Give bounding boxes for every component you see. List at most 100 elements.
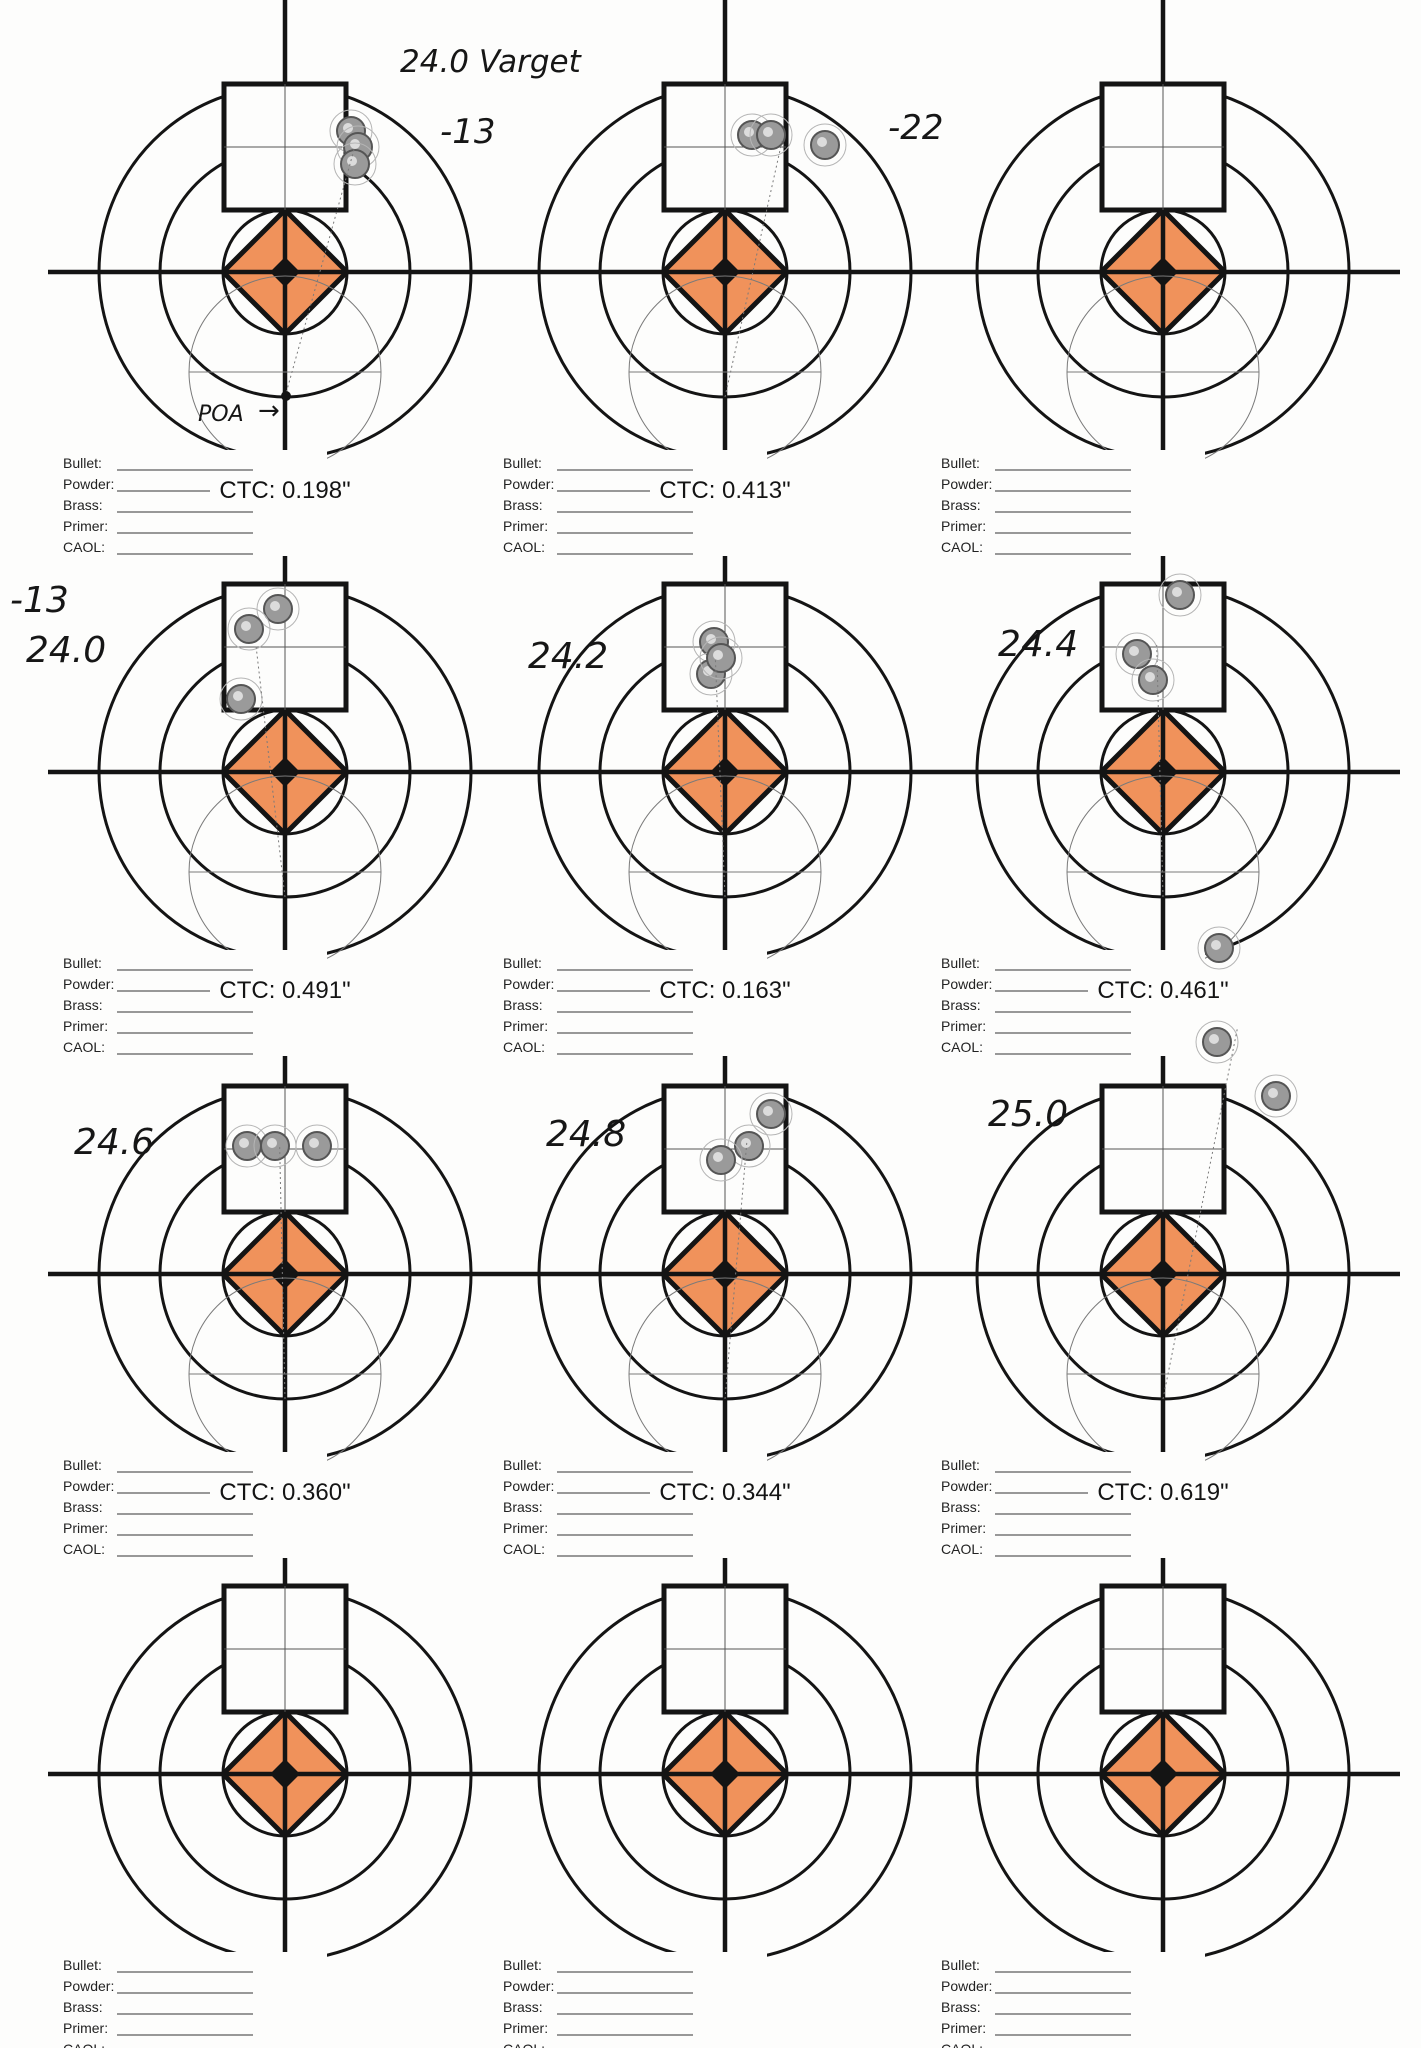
target-4-hole-ring [227,607,271,651]
target-4-field-label: Powder: [63,976,114,992]
target-8-hole-ring [749,1092,793,1136]
load-note-1: 24.0 Varget [400,44,581,80]
target-2-field-label: Primer: [503,518,548,534]
load-note-8: 24.8 [546,1114,627,1155]
target-9-ctc-value: CTC: 0.619" [1097,1479,1228,1506]
target-7-hole-ring [295,1124,339,1168]
target-6-hole-highlight [1172,587,1182,597]
target-3-center-dot [1148,257,1178,287]
load-note-6: 24.4 [998,624,1079,665]
target-9-ctc-bg [1088,1475,1238,1505]
target-6-field-label: Primer: [941,1018,986,1034]
target-5-field-label: Brass: [503,997,543,1013]
target-3-label-bg [935,450,1205,556]
target-6-ctc-bg [1088,973,1238,1003]
target-6-field-label: Powder: [941,976,992,992]
target-2-hole-ring [749,113,793,157]
target-7-field-label: Bullet: [63,1457,102,1473]
target-8-hole-highlight [741,1138,751,1148]
target-9-hole-ring [1195,1020,1239,1064]
target-9-hole-highlight [1209,1034,1219,1044]
target-1-field-label: Brass: [63,497,103,513]
target-5-hole-highlight [713,650,723,660]
target-10-field-label: Primer: [63,2020,108,2036]
target-7-hole-highlight [267,1138,277,1148]
target-10-field-label: Bullet: [63,1957,102,1973]
target-6-field-label: CAOL: [941,1039,983,1055]
target-2-hole-highlight [763,127,773,137]
target-3-field-label: Primer: [941,518,986,534]
target-2-hole-ring [803,123,847,167]
target-8-field-label: Powder: [503,1478,554,1494]
target-8-hole-ring [727,1124,771,1168]
target-8-offset-line [724,1139,748,1400]
target-4-offset-line [255,645,286,898]
target-2-center-dot [710,257,740,287]
load-note-4: 24.0 [26,630,107,671]
target-5-field-label: Bullet: [503,955,542,971]
target-4-field-label: Bullet: [63,955,102,971]
target-11-field-label: Brass: [503,1999,543,2015]
target-9-field-label: Bullet: [941,1457,980,1473]
target-8-ctc-bg [650,1475,800,1505]
poa-dot [281,391,291,401]
target-1-ctc-value: CTC: 0.198" [219,477,350,504]
target-8-center-dot [710,1259,740,1289]
target-4-center-dot [270,757,300,787]
target-7-offset-line [279,1145,286,1400]
target-2-ctc-bg [650,473,800,503]
target-8-ctc-value: CTC: 0.344" [659,1479,790,1506]
target-5-field-label: CAOL: [503,1039,545,1055]
target-11-field-label: Powder: [503,1978,554,1994]
target-11-field-label: CAOL: [503,2041,545,2048]
target-6-ctc-value: CTC: 0.461" [1097,977,1228,1004]
target-7-ctc-value: CTC: 0.360" [219,1479,350,1506]
target-12-label-bg [935,1952,1205,2048]
target-4-ctc-value: CTC: 0.491" [219,977,350,1004]
target-7-ctc-bg [210,1475,360,1505]
target-11-field-label: Bullet: [503,1957,542,1973]
target-5-ctc-bg [650,973,800,1003]
target-6-offset-line [1156,642,1164,898]
target-1-center-dot [270,257,300,287]
target-4-ctc-bg [210,973,360,1003]
target-12-field-label: Powder: [941,1978,992,1994]
target-8-field-label: Primer: [503,1520,548,1536]
target-9-hole-ring [1254,1074,1298,1118]
target-11-label-bg [497,1952,767,2048]
load-note-5: 24.2 [528,636,609,677]
poa-arrow: → [258,396,280,426]
target-1-hole-highlight [347,156,357,166]
target-9-hole-highlight [1268,1088,1278,1098]
target-9-hole-highlight [1211,940,1221,950]
target-4-field-label: Primer: [63,1018,108,1034]
target-5-field-label: Powder: [503,976,554,992]
target-11-center-dot [710,1759,740,1789]
target-7-field-label: CAOL: [63,1541,105,1557]
target-9-field-label: CAOL: [941,1541,983,1557]
target-10-center-dot [270,1759,300,1789]
target-10-field-label: Brass: [63,1999,103,2015]
target-3-field-label: Brass: [941,497,981,513]
target-8-field-label: CAOL: [503,1541,545,1557]
target-7-center-dot [270,1259,300,1289]
target-6-field-label: Brass: [941,997,981,1013]
target-1-field-label: Powder: [63,476,114,492]
target-1-hole-highlight [350,139,360,149]
target-8-hole-highlight [763,1106,773,1116]
target-2-field-label: CAOL: [503,539,545,555]
target-8-field-label: Brass: [503,1499,543,1515]
target-5-field-label: Primer: [503,1018,548,1034]
target-12-field-label: CAOL: [941,2041,983,2048]
target-6-field-label: Bullet: [941,955,980,971]
target-8-hole-ring [699,1138,743,1182]
target-6-hole-ring [1115,632,1159,676]
target-5-center-dot [710,757,740,787]
target-12-field-label: Brass: [941,1999,981,2015]
target-8-hole-highlight [713,1152,723,1162]
target-12-field-label: Bullet: [941,1957,980,1973]
target-2-field-label: Bullet: [503,455,542,471]
target-12-center-dot [1148,1759,1178,1789]
target-7-field-label: Brass: [63,1499,103,1515]
